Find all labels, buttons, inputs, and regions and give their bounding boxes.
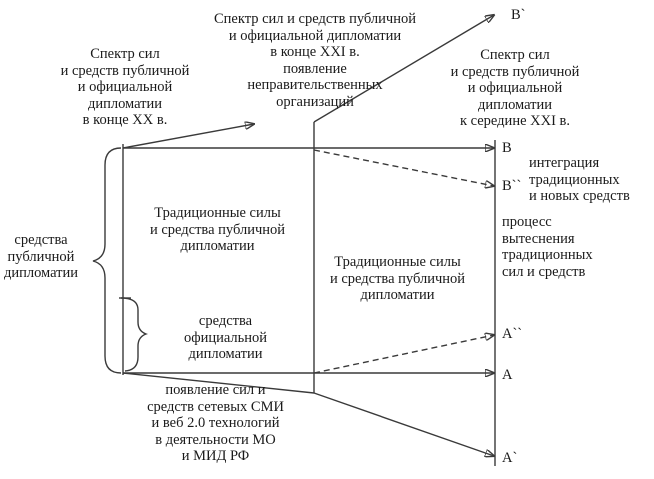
label-traditional-forces-left: Традиционные силы и средства публичной д… — [149, 205, 286, 254]
dashed-arrow-to-a-double-prime — [313, 335, 494, 374]
dashed-arrow-to-b-double-prime — [313, 149, 494, 186]
point-b: B — [502, 140, 512, 156]
label-spectrum-early-21c: Спектр сил и средств публичной и официал… — [214, 11, 416, 110]
official-diplomacy-brace — [120, 297, 148, 372]
point-b-double-prime: B`` — [502, 178, 522, 194]
label-displacement: процесс вытеснения традиционных сил и ср… — [502, 214, 593, 280]
public-diplomacy-brace — [92, 147, 122, 374]
point-a-prime: A` — [502, 450, 518, 466]
lower-left-link — [122, 372, 315, 394]
point-a: A — [502, 367, 513, 383]
point-a-double-prime: A`` — [502, 326, 523, 342]
label-network-media: появление сил и средств сетевых СМИ и ве… — [147, 382, 284, 464]
arrow-to-a-prime — [313, 392, 494, 456]
label-integration: интеграция традиционных и новых средств — [529, 155, 630, 204]
label-spectrum-mid-21c: Спектр сил и средств публичной и официал… — [450, 47, 580, 129]
point-b-prime: B` — [511, 7, 526, 23]
arrow-to-early-21c — [122, 124, 254, 149]
label-spectrum-late-20c: Спектр сил и средств публичной и официал… — [60, 46, 190, 128]
label-public-diplomacy-means: средства публичной дипломатии — [3, 232, 79, 281]
label-official-diplomacy-means: средства официальной дипломатии — [183, 313, 268, 362]
label-traditional-forces-middle: Традиционные силы и средства публичной д… — [329, 254, 466, 303]
arrow-to-b-prime — [313, 15, 494, 123]
